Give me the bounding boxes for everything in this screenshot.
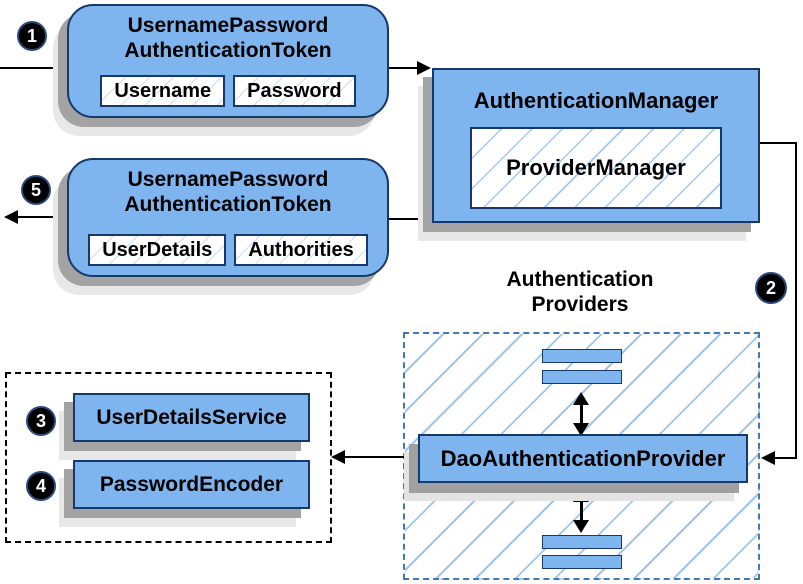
manager-to-provider-line-bottom (775, 457, 797, 459)
provider-stack-bar (542, 349, 622, 363)
providers-label-line2: Providers (531, 293, 629, 316)
step-1-badge: 1 (17, 21, 47, 51)
authentication-manager-box: AuthenticationManager ProviderManager (432, 68, 760, 223)
username-password-token-box: UsernamePassword AuthenticationToken Use… (67, 4, 389, 118)
authentication-providers-label: Authentication Providers (430, 267, 730, 317)
user-details-field-box: UserDetails (88, 234, 227, 266)
authorities-field-box: Authorities (234, 234, 368, 266)
double-arrow-icon (571, 489, 591, 533)
manager-to-token-line (389, 218, 433, 220)
dao-authentication-provider-box: DaoAuthenticationProvider (418, 434, 748, 483)
user-details-service-box: UserDetailsService (73, 393, 310, 442)
authenticated-token-box: UsernamePassword AuthenticationToken Use… (67, 158, 389, 277)
authentication-manager-title: AuthenticationManager (473, 88, 719, 113)
token-title-line1: UsernamePassword (127, 14, 329, 37)
token-title-line2: AuthenticationToken (124, 39, 332, 62)
token-title-line1: UsernamePassword (127, 168, 329, 191)
arrow-left-icon (4, 210, 18, 224)
token-to-manager-line (389, 67, 419, 69)
token-title-line2: AuthenticationToken (124, 193, 332, 216)
manager-to-provider-line-vertical (795, 142, 797, 459)
incoming-request-line (0, 67, 67, 69)
provider-stack-bar (542, 535, 622, 549)
step-2-badge: 2 (755, 272, 787, 304)
password-field-box: Password (233, 75, 356, 107)
step-4-badge: 4 (26, 471, 56, 501)
provider-stack-bar (542, 370, 622, 384)
step-3-badge: 3 (26, 406, 56, 436)
provider-to-services-line (345, 456, 412, 458)
provider-stack-bar (542, 555, 622, 569)
step-5-badge: 5 (21, 175, 51, 205)
outgoing-response-line (16, 216, 67, 218)
providers-label-line1: Authentication (506, 268, 654, 291)
arrow-left-icon (331, 450, 345, 464)
arrow-left-icon (761, 451, 775, 465)
arrow-right-icon (417, 61, 431, 75)
password-encoder-box: PasswordEncoder (73, 460, 310, 509)
provider-manager-box: ProviderManager (470, 127, 722, 209)
manager-to-provider-line-top (759, 142, 797, 144)
username-field-box: Username (100, 75, 226, 107)
double-arrow-icon (571, 392, 591, 436)
